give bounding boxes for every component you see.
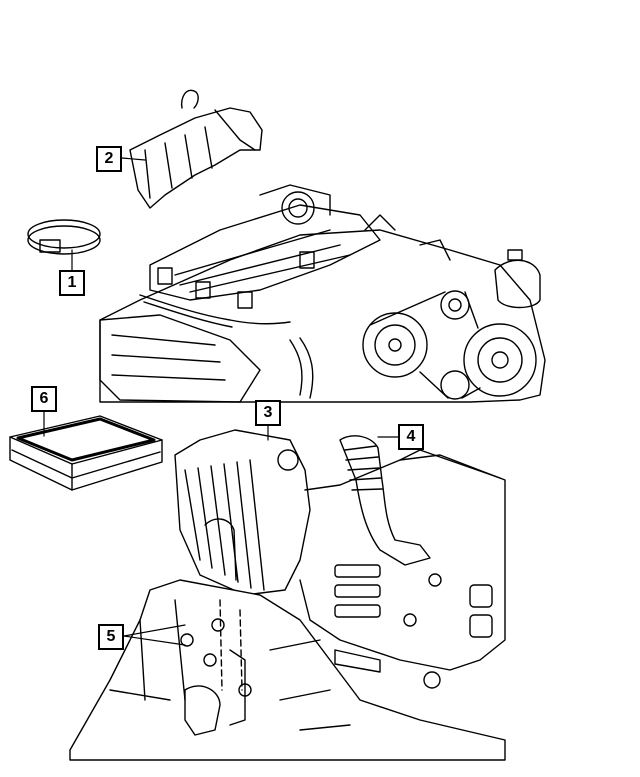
leader-5a — [123, 624, 186, 637]
callout-6: 6 — [31, 386, 57, 412]
callout-3: 3 — [255, 400, 281, 426]
callout-1: 1 — [59, 270, 85, 296]
intake-hose — [339, 435, 431, 566]
vehicle-body-structure — [69, 449, 506, 761]
air-inlet-duct — [129, 89, 263, 209]
callout-4: 4 — [398, 424, 424, 450]
leader-5b — [123, 635, 186, 646]
hose-clamp — [27, 219, 101, 255]
callout-5: 5 — [98, 624, 124, 650]
engine-assembly — [99, 184, 546, 403]
air-cleaner-housing — [174, 429, 311, 596]
leader-2 — [121, 157, 146, 161]
leader-lines — [43, 157, 399, 646]
callout-2: 2 — [96, 146, 122, 172]
air-filter-element — [9, 415, 163, 491]
